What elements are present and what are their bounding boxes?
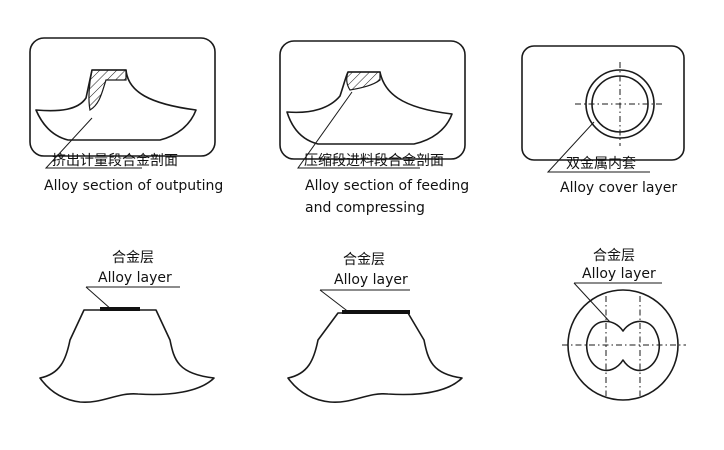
label-zh: 压缩段进料段合金剖面 xyxy=(304,153,444,169)
leader-line xyxy=(573,282,611,323)
label-zh: 合金层 xyxy=(593,248,635,264)
panel-frame xyxy=(29,37,216,157)
screw-flight-profile xyxy=(286,71,453,145)
label-en: Alloy layer xyxy=(582,266,656,282)
label-zh: 合金层 xyxy=(343,252,385,268)
alloy-layer-flight-1: 合金层 Alloy layer xyxy=(39,250,215,403)
label-zh: 挤出计量段合金剖面 xyxy=(52,153,178,169)
label-en: Alloy cover layer xyxy=(560,180,677,196)
panel-frame xyxy=(521,45,685,161)
label-en: Alloy layer xyxy=(98,270,172,286)
leader-line xyxy=(546,121,650,173)
panel-outputting-section: 挤出计量段合金剖面 Alloy section of outputing xyxy=(29,37,223,194)
alloy-layer-twin-bore: 合金层 Alloy layer xyxy=(562,248,686,401)
label-zh: 双金属内套 xyxy=(566,156,636,172)
leader-line xyxy=(319,289,351,314)
label-en: Alloy section of outputing xyxy=(44,178,223,194)
flight-cross-section xyxy=(39,309,215,403)
flight-cross-section xyxy=(287,312,463,403)
label-en-line1: Alloy section of feeding xyxy=(305,178,469,194)
panel-bimetal-cover: 双金属内套 Alloy cover layer xyxy=(521,45,685,196)
screw-flight-profile xyxy=(35,69,197,141)
label-zh: 合金层 xyxy=(112,250,154,266)
leader-line xyxy=(44,117,142,169)
label-en-line2: and compressing xyxy=(305,200,425,216)
alloy-layer-flight-2: 合金层 Alloy layer xyxy=(287,252,463,403)
leader-line xyxy=(297,91,420,169)
alloy-hatch-area xyxy=(346,71,381,91)
panel-frame xyxy=(279,40,466,160)
panel-feeding-compressing-section: 压缩段进料段合金剖面 Alloy section of feeding and … xyxy=(279,40,469,216)
alloy-layer-strip xyxy=(342,310,410,314)
twin-bore-outline xyxy=(585,320,661,372)
alloy-layer-strip xyxy=(100,307,140,311)
label-en: Alloy layer xyxy=(334,272,408,288)
alloy-hatch-area xyxy=(88,69,127,111)
outer-circle xyxy=(585,69,655,139)
leader-line xyxy=(85,286,113,311)
